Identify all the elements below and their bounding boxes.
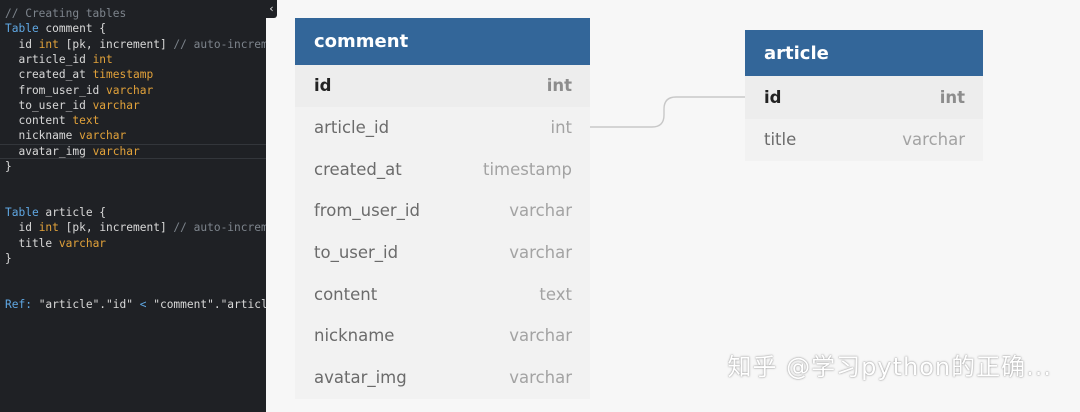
field-name: from_user_id <box>314 201 420 221</box>
field-row-article-id[interactable]: article_id int <box>295 107 590 149</box>
code-token: varchar <box>58 236 107 250</box>
code-line[interactable]: content text <box>5 113 99 128</box>
field-name: content <box>314 284 378 304</box>
field-row-id[interactable]: id int <box>745 76 983 119</box>
code-token: int <box>92 52 113 66</box>
field-row-nickname[interactable]: nickname varchar <box>295 315 590 357</box>
field-type: varchar <box>902 130 965 150</box>
code-token: "article"."id" <box>31 297 140 311</box>
field-name: title <box>764 130 797 150</box>
field-type: text <box>539 284 572 304</box>
field-row-content[interactable]: content text <box>295 273 590 315</box>
field-row-id[interactable]: id int <box>295 65 590 107</box>
code-token: title <box>5 236 59 250</box>
table-header-comment[interactable]: comment <box>295 18 590 65</box>
code-token: varchar <box>92 98 140 112</box>
code-token: from_user_id <box>5 83 107 97</box>
field-type: varchar <box>509 243 572 263</box>
code-token: [pk, increment] <box>58 37 174 51</box>
code-token: avatar_img <box>5 144 93 158</box>
field-name: avatar_img <box>314 368 407 388</box>
code-token: } <box>5 160 12 173</box>
code-token: Table <box>5 22 39 36</box>
code-token: comment { <box>38 22 107 36</box>
diagram-canvas[interactable]: comment id int article_id int created_at time… <box>266 0 1080 412</box>
code-line[interactable]: Table article { <box>5 205 106 220</box>
relationship-line[interactable] <box>266 0 1080 412</box>
code-token: article { <box>38 205 107 219</box>
table-fields: id int title varchar <box>745 76 983 161</box>
table-fields: id int article_id int created_at timestamp fro… <box>295 65 590 399</box>
field-row-from-user-id[interactable]: from_user_id varchar <box>295 190 590 232</box>
code-token: // Creating tables <box>5 7 127 20</box>
field-type: varchar <box>509 326 572 346</box>
field-row-created-at[interactable]: created_at timestamp <box>295 148 590 190</box>
ref-connector <box>590 96 745 128</box>
code-token: timestamp <box>92 68 154 82</box>
field-row-title[interactable]: title varchar <box>745 119 983 162</box>
code-line[interactable]: title varchar <box>5 236 106 251</box>
code-token: text <box>72 114 100 128</box>
field-type: int <box>546 76 572 96</box>
code-line[interactable]: // Creating tables <box>5 6 126 21</box>
code-token: [pk, increment] <box>58 221 174 235</box>
code-token: article_id <box>5 52 93 66</box>
code-token: varchar <box>79 129 127 143</box>
table-title: comment <box>314 31 409 52</box>
table-header-article[interactable]: article <box>745 30 983 76</box>
field-name: to_user_id <box>314 243 399 263</box>
code-token: Ref: <box>5 297 32 311</box>
field-type: int <box>550 118 572 138</box>
field-type: timestamp <box>482 159 572 179</box>
code-token: varchar <box>106 83 154 97</box>
code-line[interactable]: article_id int <box>5 52 113 67</box>
code-token: id <box>5 37 39 51</box>
code-line[interactable]: avatar_img varchar <box>0 143 266 159</box>
table-title: article <box>764 42 829 64</box>
field-type: varchar <box>509 201 572 221</box>
code-token: id <box>5 221 39 235</box>
code-token: // auto-increment <box>173 37 266 51</box>
code-line[interactable]: } <box>5 159 12 174</box>
field-type: int <box>939 87 965 107</box>
code-token: to_user_id <box>5 98 93 112</box>
table-article[interactable]: article id int title varchar <box>745 30 983 161</box>
code-line[interactable]: id int [pk, increment] // auto-increment <box>5 220 266 235</box>
table-comment[interactable]: comment id int article_id int created_at time… <box>295 18 590 399</box>
code-token: < <box>139 297 147 311</box>
code-token: int <box>38 221 59 235</box>
code-token: // auto-increment <box>173 221 266 235</box>
code-token: int <box>38 37 59 51</box>
field-row-avatar-img[interactable]: avatar_img varchar <box>295 357 590 399</box>
code-token: } <box>5 251 12 265</box>
code-line[interactable]: from_user_id varchar <box>5 83 153 98</box>
code-line[interactable]: } <box>5 251 12 266</box>
watermark: 知乎 @学习python的正确... <box>727 353 1052 381</box>
collapse-editor-button[interactable]: ‹ <box>266 0 277 18</box>
code-line[interactable]: Ref: "article"."id" < "comment"."article… <box>5 297 266 312</box>
code-token: nickname <box>5 129 80 143</box>
field-name: id <box>314 76 332 96</box>
field-name: article_id <box>314 118 390 138</box>
code-token: varchar <box>92 144 140 158</box>
code-token: "comment"."article_id" <box>153 297 266 311</box>
field-name: created_at <box>314 159 402 179</box>
code-token: content <box>5 114 73 128</box>
field-name: id <box>764 87 782 107</box>
field-row-to-user-id[interactable]: to_user_id varchar <box>295 232 590 274</box>
code-line[interactable]: created_at timestamp <box>5 67 153 82</box>
code-token: Table <box>5 205 39 219</box>
code-line[interactable]: Table comment { <box>5 21 106 36</box>
code-line[interactable]: to_user_id varchar <box>5 98 140 113</box>
field-type: varchar <box>509 368 572 388</box>
code-line[interactable]: id int [pk, increment] // auto-increment <box>5 37 266 52</box>
field-name: nickname <box>314 326 395 346</box>
code-line[interactable]: nickname varchar <box>5 128 126 143</box>
chevron-left-icon: ‹ <box>269 2 274 15</box>
code-token: created_at <box>5 68 93 82</box>
